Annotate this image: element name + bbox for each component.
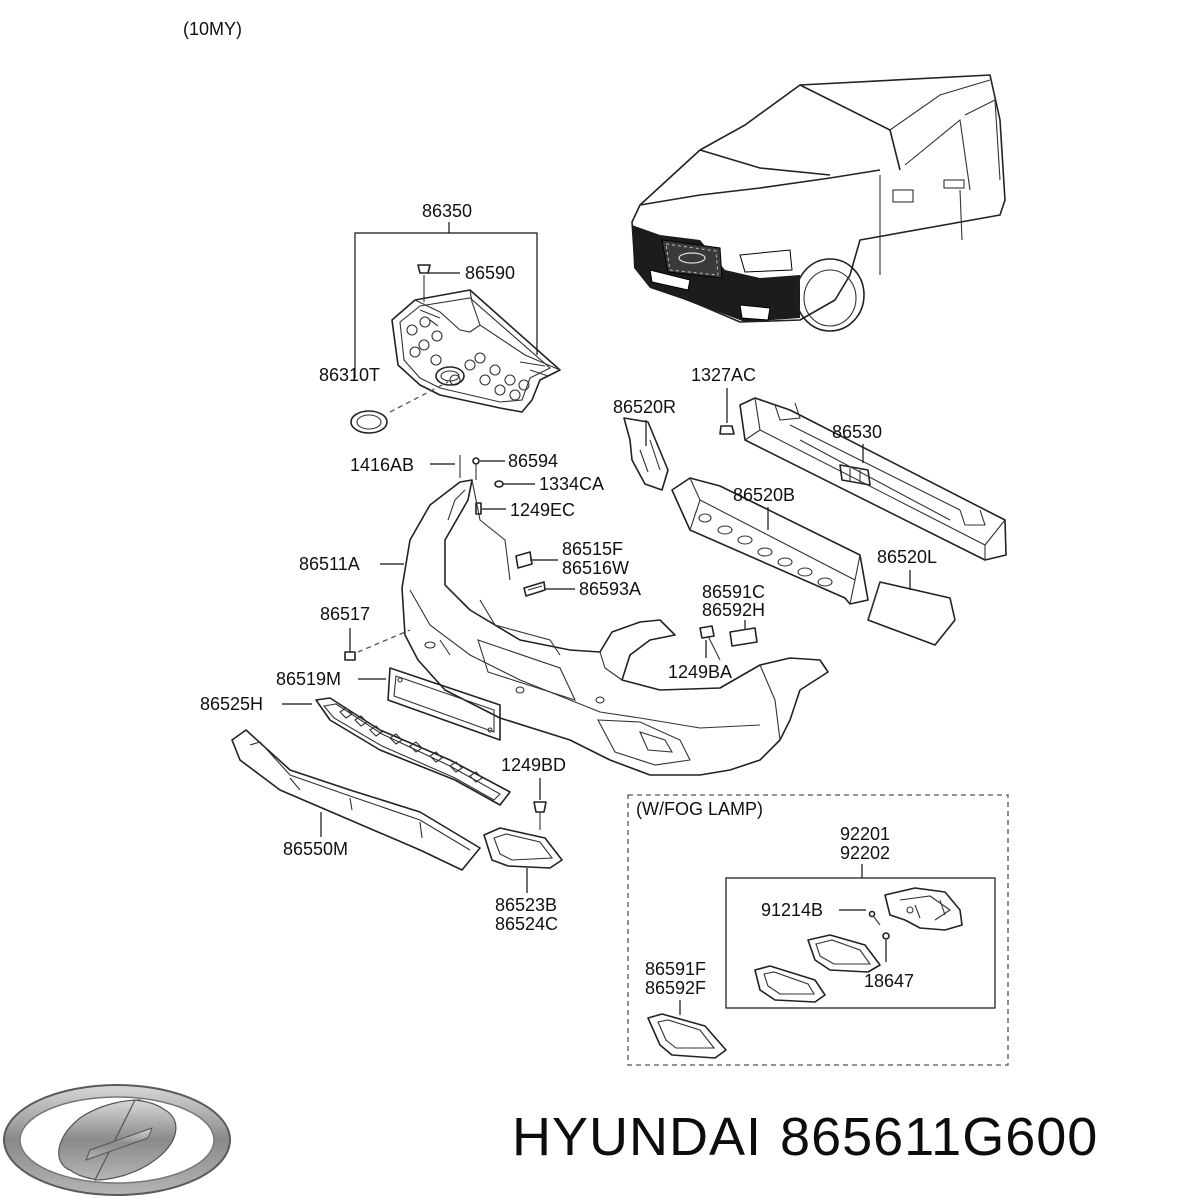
part-label-1249EC: 1249EC <box>510 500 575 520</box>
part-label-86524C: 86524C <box>495 914 558 934</box>
part-label-86550M: 86550M <box>283 839 348 859</box>
lower-molding: 86550M <box>231 729 481 871</box>
part-label-92201: 92201 <box>840 824 890 844</box>
brand-name: HYUNDAI <box>512 1107 763 1167</box>
part-label-1249BD: 1249BD <box>501 755 566 775</box>
lower-grille: 86525H <box>200 694 511 806</box>
part-label-86592H: 86592H <box>702 600 765 620</box>
part-label-86520L: 86520L <box>877 547 937 567</box>
part-label-86517: 86517 <box>320 604 370 624</box>
part-label-86525H: 86525H <box>200 694 263 714</box>
fog-lamp-box: (W/FOG LAMP) 92201 92202 91214B 18647 86… <box>627 794 1009 1066</box>
part-label-86515F: 86515F <box>562 539 623 559</box>
part-label-18647: 18647 <box>864 971 914 991</box>
part-label-86592F: 86592F <box>645 978 706 998</box>
fog-cover-left: 1249BD 86523B 86524C <box>483 755 566 934</box>
part-label-86520B: 86520B <box>733 485 795 505</box>
part-label-86591C: 86591C <box>702 582 765 602</box>
part-label-86530: 86530 <box>832 422 882 442</box>
part-label-86523B: 86523B <box>495 895 557 915</box>
part-label-91214B: 91214B <box>761 900 823 920</box>
part-label-86350: 86350 <box>422 201 472 221</box>
reinforcement-group: 1327AC 86520R 86530 86520B 86520L <box>613 365 1007 646</box>
part-label-1249BA: 1249BA <box>668 662 732 682</box>
part-label-86310T: 86310T <box>319 365 380 385</box>
car-illustration <box>631 74 1006 332</box>
part-label-86520R: 86520R <box>613 397 676 417</box>
plate-bracket: 86519M <box>276 667 501 741</box>
fog-lamp-caption: (W/FOG LAMP) <box>636 799 763 819</box>
fastener-group: 1416AB 86594 1334CA 1249EC 86515F 86516W… <box>320 451 765 682</box>
part-label-1327AC: 1327AC <box>691 365 756 385</box>
part-label-86511A: 86511A <box>299 554 360 574</box>
grille-assembly: 86350 86590 86310T <box>319 201 561 434</box>
model-year-label: (10MY) <box>183 19 242 39</box>
part-label-86593A: 86593A <box>579 579 641 599</box>
part-label-1416AB: 1416AB <box>350 455 414 475</box>
part-label-1334CA: 1334CA <box>539 474 604 494</box>
footer-part-info: HYUNDAI 865611G600 <box>512 1106 1192 1168</box>
hyundai-logo-icon <box>3 1084 231 1196</box>
part-label-92202: 92202 <box>840 843 890 863</box>
bumper-cover: 86511A <box>299 479 829 776</box>
part-number: 865611G600 <box>780 1107 1099 1167</box>
part-label-86591F: 86591F <box>645 959 706 979</box>
part-label-86594: 86594 <box>508 451 558 471</box>
part-label-86516W: 86516W <box>562 558 629 578</box>
part-label-86519M: 86519M <box>276 669 341 689</box>
part-label-86590: 86590 <box>465 263 515 283</box>
